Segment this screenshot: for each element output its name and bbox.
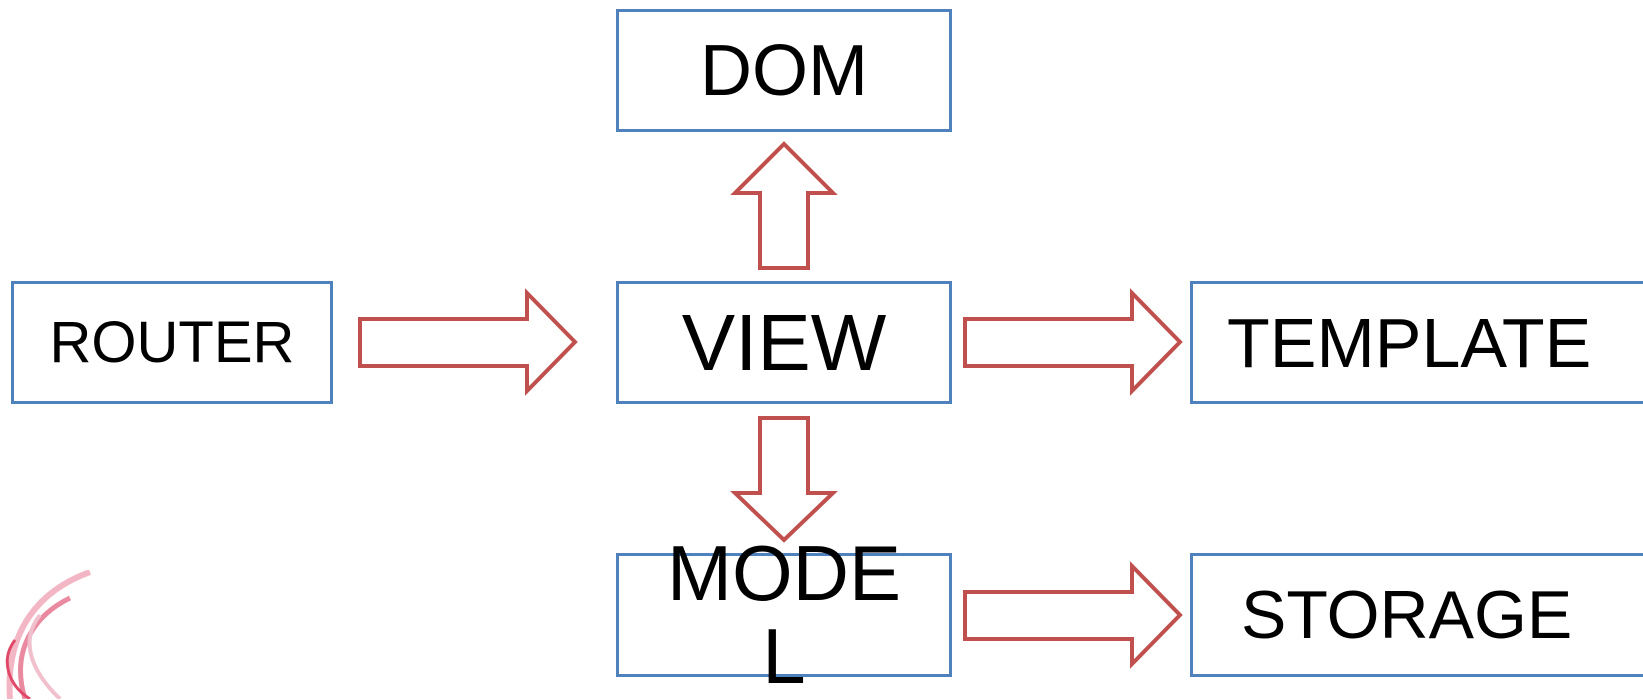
template-node: TEMPLATE xyxy=(1190,281,1643,404)
router-node: ROUTER xyxy=(11,281,333,404)
arrow-view-to-template xyxy=(963,288,1183,396)
arrow-model-to-storage xyxy=(963,561,1183,669)
arrow-router-to-view xyxy=(358,288,578,396)
model-label-line1: MODE xyxy=(667,529,901,617)
dom-label: DOM xyxy=(700,30,868,111)
arrow-view-to-dom xyxy=(730,141,838,270)
template-label: TEMPLATE xyxy=(1227,303,1592,382)
model-node: MODE L xyxy=(616,532,952,698)
view-node: VIEW xyxy=(616,281,952,404)
storage-node: STORAGE xyxy=(1190,553,1643,677)
arrow-view-to-model xyxy=(730,416,838,543)
model-label-line2: L xyxy=(762,612,806,700)
view-label: VIEW xyxy=(681,297,887,387)
dom-node: DOM xyxy=(616,9,952,132)
model-label: MODE L xyxy=(619,532,949,698)
router-label: ROUTER xyxy=(49,309,295,375)
decorative-swirl xyxy=(5,570,92,699)
storage-label: STORAGE xyxy=(1241,577,1573,653)
